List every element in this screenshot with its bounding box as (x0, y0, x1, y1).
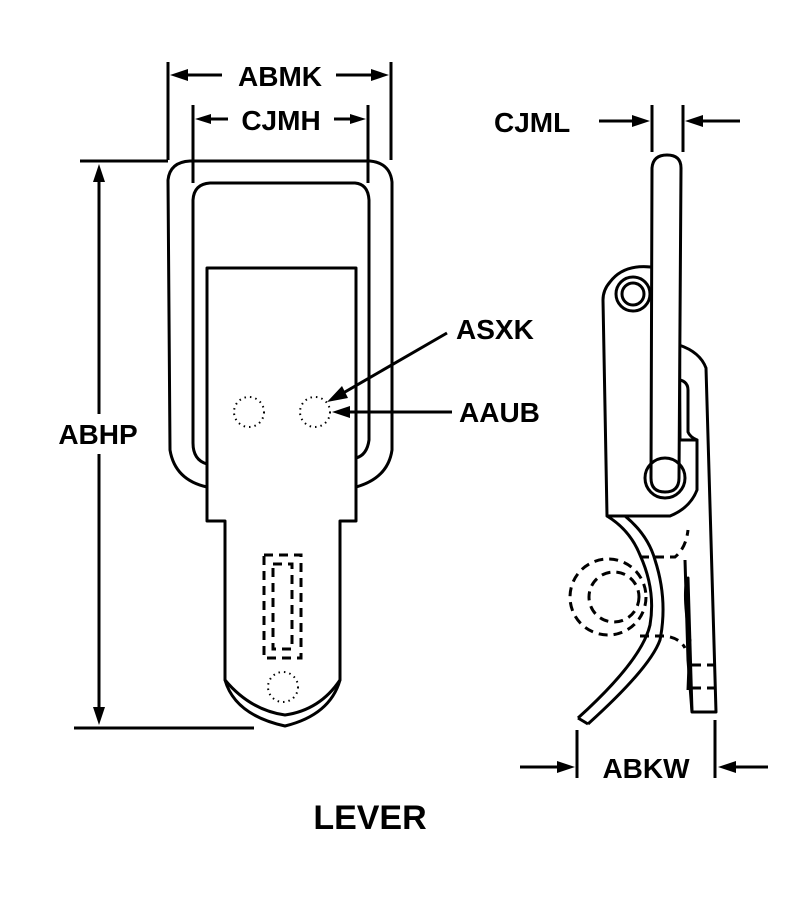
arrow-left-icon (718, 761, 736, 773)
pivot-ring-inner (620, 281, 646, 307)
lever-plate (205, 266, 358, 717)
arrow-right-icon (557, 761, 575, 773)
hidden-slot-outer (262, 553, 303, 660)
arrow-up-icon (93, 164, 105, 182)
hidden-slot-inner (271, 562, 294, 651)
wire-bar (649, 153, 683, 494)
hole-left (233, 396, 265, 428)
arrow-icon (327, 386, 348, 402)
lever-tail-inner (586, 514, 665, 726)
arrow-left-icon (195, 114, 211, 124)
label-aaub: AAUB (459, 397, 540, 428)
arrow-down-icon (93, 707, 105, 725)
label-cjmh: CJMH (241, 105, 320, 136)
wire-bar-end-ring (643, 456, 687, 500)
arrow-right-icon (632, 115, 650, 127)
lever-tail-outer (576, 514, 654, 720)
arrow-icon (332, 406, 350, 418)
hole-right (299, 396, 331, 428)
outer-wire-loop (166, 159, 394, 489)
arrow-right-icon (350, 114, 366, 124)
hole-bottom (267, 671, 299, 703)
arrow-left-icon (170, 69, 188, 81)
side-view (568, 153, 718, 726)
label-abmk: ABMK (238, 61, 322, 92)
dimension-abkw: ABKW (520, 720, 768, 784)
dimension-cjml: CJML (494, 105, 740, 152)
label-abhp: ABHP (58, 419, 137, 450)
dimension-abmk: ABMK (166, 61, 393, 160)
diagram-title: LEVER (313, 799, 426, 837)
hidden-roller-outer (568, 557, 648, 637)
inner-wire-loop (191, 181, 371, 466)
label-cjml: CJML (494, 107, 570, 138)
hook-plate (678, 343, 718, 714)
label-asxk: ASXK (456, 314, 534, 345)
dimension-abhp: ABHP (50, 159, 254, 730)
hidden-roller-inner (587, 570, 641, 624)
callout-asxk: ASXK (327, 314, 534, 402)
callout-aaub: AAUB (332, 397, 540, 428)
arrow-right-icon (371, 69, 389, 81)
plate-bottom-edge (223, 679, 342, 728)
dimension-cjmh: CJMH (191, 105, 370, 183)
label-abkw: ABKW (602, 753, 690, 784)
arrow-left-icon (685, 115, 703, 127)
front-view (166, 159, 394, 728)
